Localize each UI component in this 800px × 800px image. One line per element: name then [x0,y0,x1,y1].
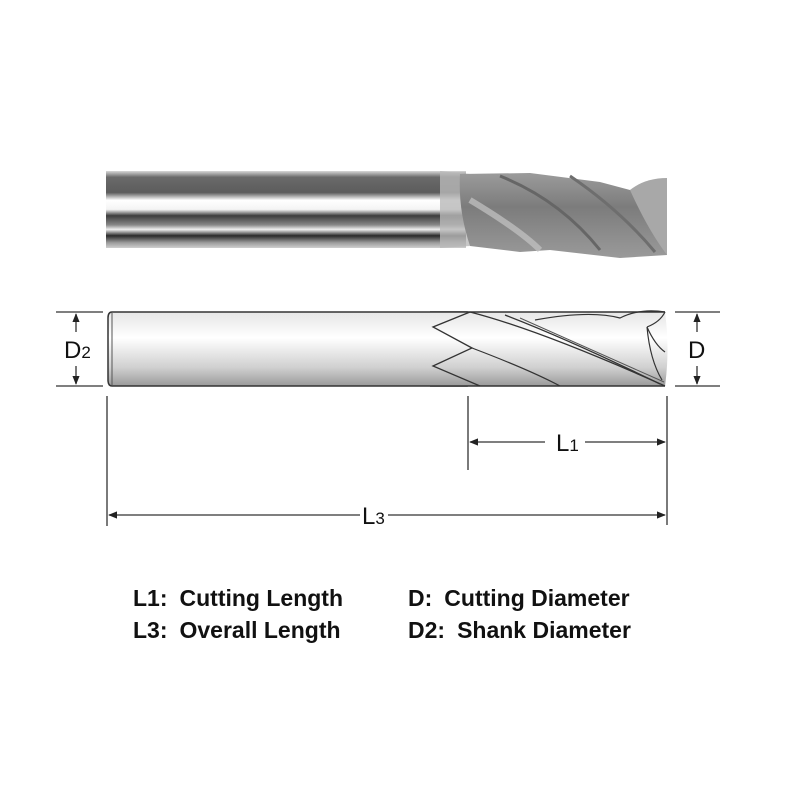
legend-label: Shank Diameter [457,616,631,643]
photo-flute-edge-1 [499,174,602,251]
photo-flute-edge-2 [569,174,657,253]
legend-label: Cutting Length [179,584,344,611]
drawing-shank-outline [107,311,468,387]
photo-shank [106,171,466,248]
dim-label-l3: L3 [362,503,385,530]
legend-row: L3: Overall Length D2: Shank Diameter [133,614,693,646]
photo-flute-body [459,173,667,258]
dimension-l3 [106,396,666,526]
end-mill-drawing [107,310,668,387]
dimension-d [675,311,720,387]
legend-item-l1: L1: Cutting Length [133,585,408,612]
dim-label-d: D [688,337,705,364]
dimension-d2 [56,311,103,387]
drawing-flute-body [430,312,668,386]
legend-label: Overall Length [179,616,341,643]
legend-item-l3: L3: Overall Length [133,617,408,644]
legend-item-d: D: Cutting Diameter [408,585,630,612]
dimension-l1 [467,396,668,525]
dimension-legend: L1: Cutting Length D: Cutting Diameter L… [133,582,693,646]
legend-label: Cutting Diameter [444,584,630,611]
legend-key: L1: [133,584,168,611]
legend-item-d2: D2: Shank Diameter [408,617,631,644]
legend-key: L3: [133,616,168,643]
dim-label-d2: D2 [64,337,91,364]
legend-key: D2: [408,616,446,643]
photo-tip [630,178,667,255]
legend-key: D: [408,584,433,611]
dim-label-l1: L1 [556,430,579,457]
photo-flute-highlight [468,197,543,253]
end-mill-photo [106,171,667,258]
legend-row: L1: Cutting Length D: Cutting Diameter [133,582,693,614]
